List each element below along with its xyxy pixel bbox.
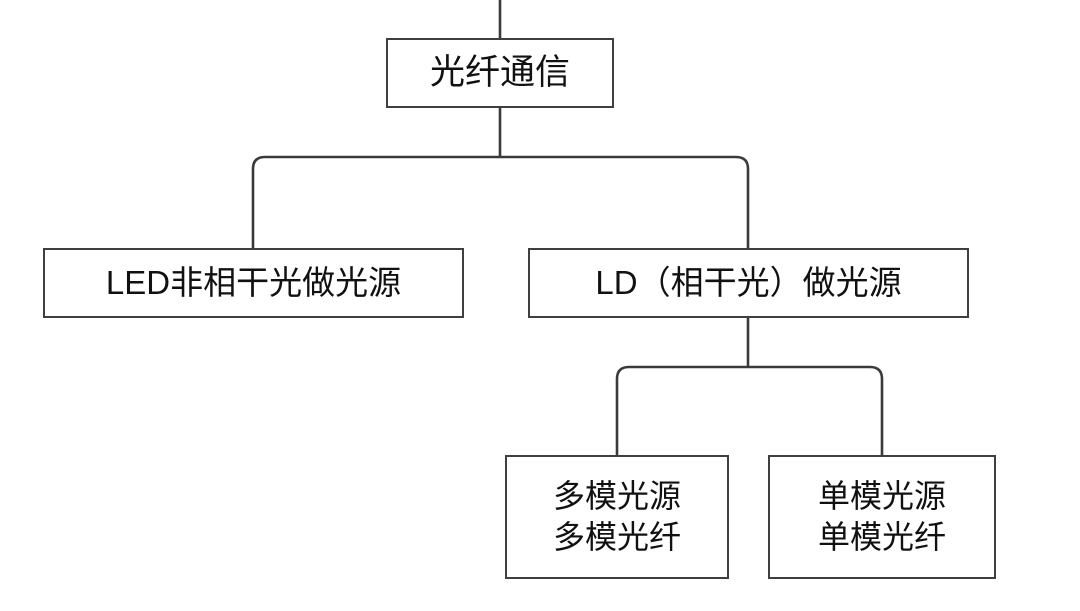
node-ld-label: LD（相干光）做光源 bbox=[595, 263, 902, 301]
node-ld-coherent-source: LD（相干光）做光源 bbox=[528, 248, 969, 318]
connector-root-to-level2 bbox=[251, 155, 750, 248]
node-singlemode-label-line1: 单模光源 bbox=[817, 478, 946, 515]
connector-ld-to-level3 bbox=[615, 365, 884, 455]
node-root: 光纤通信 bbox=[386, 38, 614, 108]
node-singlemode-label-line2: 单模光纤 bbox=[817, 519, 946, 555]
node-led-incoherent-source: LED非相干光做光源 bbox=[43, 248, 464, 318]
node-multimode: 多模光源 多模光纤 bbox=[505, 455, 729, 579]
node-led-label: LED非相干光做光源 bbox=[105, 263, 402, 301]
node-singlemode: 单模光源 单模光纤 bbox=[768, 455, 996, 579]
node-root-label: 光纤通信 bbox=[429, 52, 570, 92]
node-multimode-label-line1: 多模光源 bbox=[552, 478, 681, 515]
node-multimode-label-line2: 多模光纤 bbox=[552, 519, 681, 555]
